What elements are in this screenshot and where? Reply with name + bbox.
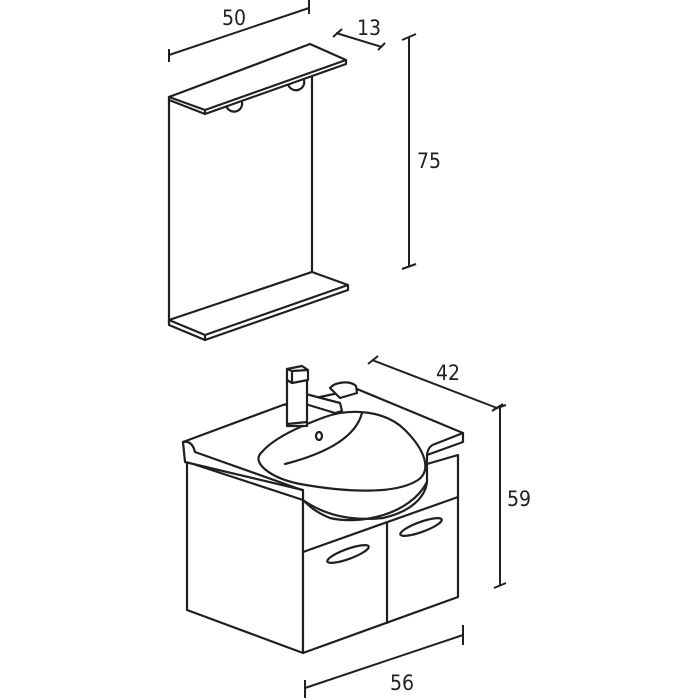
mirror-width-label: 50 <box>222 6 246 30</box>
cabinet-side-panel <box>185 460 305 655</box>
dimension-height-vanity: 59 <box>493 404 531 589</box>
door-handle-right <box>399 517 443 537</box>
dimension-depth-vanity: 42 <box>367 355 504 412</box>
door-handle-left <box>326 544 370 564</box>
faucet-icon <box>285 364 344 428</box>
dimension-width-mirror: 50 <box>168 0 310 62</box>
mirror-bottom-shelf <box>167 270 350 342</box>
vanity-height-label: 59 <box>507 487 531 511</box>
vanity-unit: 42 59 56 <box>181 355 531 698</box>
light-icon <box>286 79 306 92</box>
overflow-hole <box>314 430 324 442</box>
door-top-edge <box>301 495 460 554</box>
dimension-depth-mirror: 13 <box>332 16 386 51</box>
mirror-top-shelf <box>167 42 348 116</box>
vanity-depth-label: 42 <box>436 361 460 385</box>
dimension-height-mirror: 75 <box>401 33 441 270</box>
dimension-width-vanity: 56 <box>304 625 464 698</box>
mirror-depth-label: 13 <box>357 16 381 40</box>
mirror-cabinet: 50 13 75 <box>167 0 441 342</box>
mirror-height-label: 75 <box>417 149 441 173</box>
basin-bowl <box>257 410 427 492</box>
vanity-width-label: 56 <box>390 671 414 695</box>
